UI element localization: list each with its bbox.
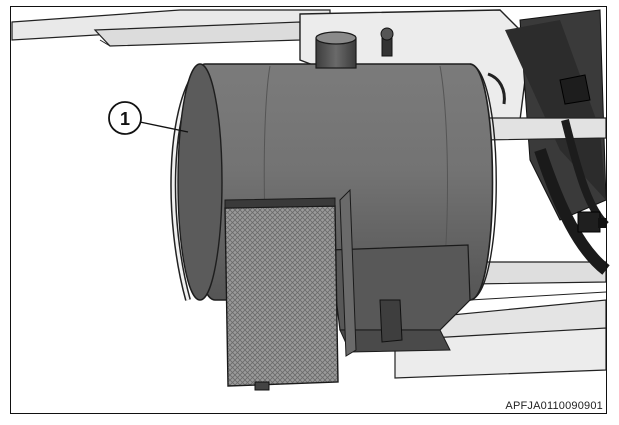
mesh-panel — [224, 197, 339, 391]
callout-circle — [108, 101, 142, 135]
callout-leader-line — [139, 121, 189, 133]
callout-number: 1 — [120, 109, 130, 129]
figure-id-label: APFJA0110090901 — [505, 400, 603, 412]
callout-1: 1 — [108, 101, 189, 135]
tank-support — [329, 188, 471, 357]
